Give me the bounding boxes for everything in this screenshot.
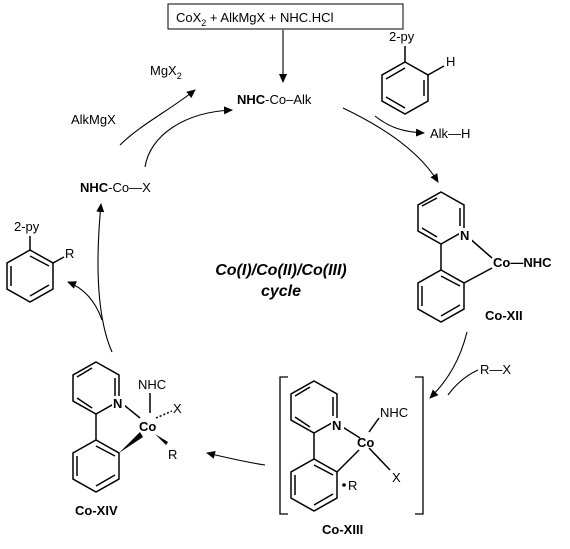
- substrate-h-label: H: [446, 54, 455, 69]
- product-release-arrow: [67, 281, 103, 321]
- co-xiii-x-label: X: [392, 470, 401, 485]
- reagents-box: CoX2 + AlkMgX + NHC.HCl: [167, 3, 404, 30]
- co-xiv-n-label: N: [113, 396, 122, 411]
- co-xii-co-nhc-label: Co—NHC: [493, 255, 552, 270]
- product-2py-label: 2-py: [14, 219, 40, 234]
- co-xiii-label: Co-XIII: [322, 522, 363, 537]
- co-xii-complex: N Co—NHC Co-XII: [417, 191, 552, 323]
- transmetalation-arrow: [144, 106, 233, 168]
- substrate-2py-label: 2-py: [389, 29, 415, 44]
- wedge-bond-r: [155, 434, 168, 445]
- mgx2-label: MgX2: [150, 63, 182, 81]
- co-xii-label: Co-XII: [485, 308, 523, 323]
- arylated-product: 2-py R: [6, 219, 74, 303]
- co-xiv-nhc-label: NHC: [138, 377, 166, 392]
- radical-dot: [342, 483, 346, 487]
- oxidative-addition-arrow: [429, 331, 468, 399]
- cycle-label-line2: cycle: [261, 283, 301, 300]
- right-bracket: [415, 376, 424, 515]
- ch-activation-arrow: [342, 107, 439, 183]
- reductive-elimination-arrow: [96, 203, 113, 353]
- co-xiv-label: Co-XIV: [75, 503, 118, 518]
- co-xiii-n-label: N: [332, 418, 341, 433]
- left-bracket: [279, 376, 288, 515]
- wedge-bond: [119, 432, 143, 453]
- alk-h-label: Alk—H: [430, 126, 470, 141]
- co-xiv-x-label: X: [173, 401, 182, 416]
- alkmgx-label: AlkMgX: [71, 112, 116, 127]
- product-r-label: R: [65, 246, 74, 261]
- r-x-label: R—X: [480, 362, 511, 377]
- co-xiv-complex: N Co NHC X R Co-XIV: [72, 361, 182, 518]
- mgx2-release-arrow: [119, 89, 196, 146]
- co-xiii-nhc-label: NHC: [380, 405, 408, 420]
- co-xiv-r-label: R: [168, 447, 177, 462]
- pyridylbenzene-substrate: 2-py H: [381, 29, 455, 115]
- co-xiii-complex: N Co NHC X R Co-XIII: [279, 376, 424, 537]
- co-xiv-co-label: Co: [139, 419, 156, 434]
- alkh-release-arrow: [374, 115, 425, 137]
- reagents-text: CoX2 + AlkMgX + NHC.HCl: [176, 10, 334, 28]
- co-xiii-co-label: Co: [357, 435, 374, 450]
- cycle-label-line1: Co(I)/Co(II)/Co(III): [215, 262, 347, 279]
- co-xii-n-label: N: [460, 228, 469, 243]
- nhc-co-alk-label: NHC-Co–Alk: [237, 92, 312, 107]
- nhc-co-x-label: NHC-Co—X: [80, 180, 151, 195]
- rx-entry-arrow: [447, 369, 479, 396]
- co-xiii-r-label: R: [348, 478, 357, 493]
- radical-rebound-arrow: [206, 450, 266, 466]
